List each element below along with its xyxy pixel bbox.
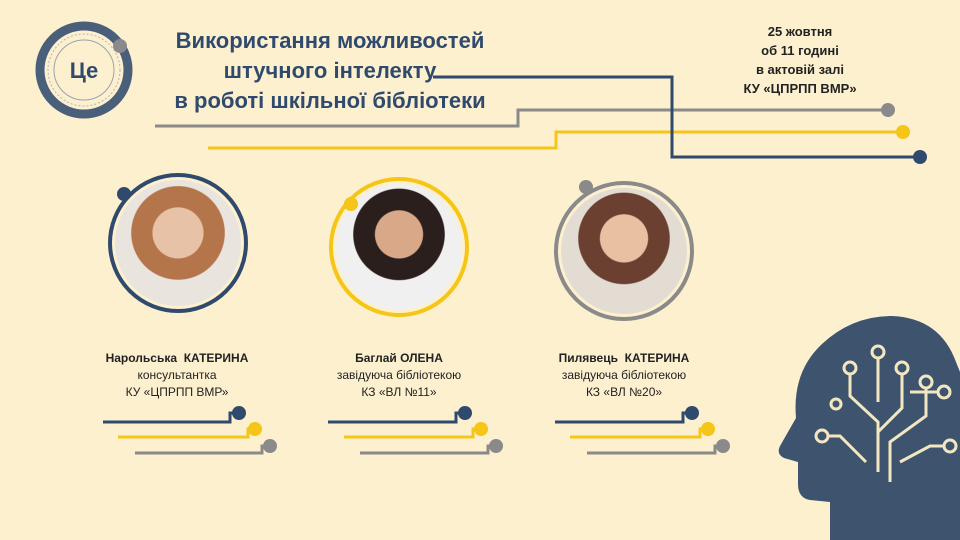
speaker-photo-1 <box>115 180 241 306</box>
speaker-photo-ring-3 <box>554 181 694 321</box>
speaker-role: завідуюча бібліотекою <box>561 368 687 382</box>
speaker-photo-2 <box>336 184 462 310</box>
speaker-org: КЗ «ВЛ №20» <box>585 385 663 399</box>
event-org: КУ «ЦПРПП ВМР» <box>743 81 857 96</box>
logo: Це <box>34 20 134 120</box>
event-place: в актовій залі <box>755 62 845 77</box>
speaker-org: КЗ «ВЛ №11» <box>361 385 437 399</box>
speaker-name: Нарольська КАТЕРИНА <box>105 351 249 365</box>
title-line: Використання можливостей <box>175 28 485 53</box>
speaker-photo-ring-1 <box>108 173 248 313</box>
speaker-photo-ring-2 <box>329 177 469 317</box>
event-info: 25 жовтня об 11 годині в актовій залі КУ… <box>720 22 880 98</box>
speaker-card-1: Нарольська КАТЕРИНА консультантка КУ «ЦП… <box>77 350 277 401</box>
speaker-org: КУ «ЦПРПП ВМР» <box>125 385 229 399</box>
speaker-name: Баглай ОЛЕНА <box>355 351 443 365</box>
logo-letters: Це <box>70 58 99 83</box>
circuit-head-icon <box>770 312 960 540</box>
page-title: Використання можливостей штучного інтеле… <box>150 26 510 116</box>
title-line: в роботі шкільної бібліотеки <box>174 88 486 113</box>
speaker-role: завідуюча бібліотекою <box>336 368 462 382</box>
speaker-card-3: Пилявець КАТЕРИНА завідуюча бібліотекою … <box>524 350 724 401</box>
speaker-card-2: Баглай ОЛЕНА завідуюча бібліотекою КЗ «В… <box>299 350 499 401</box>
event-date: 25 жовтня <box>767 24 833 39</box>
event-time: об 11 годині <box>761 43 839 58</box>
speaker-name: Пилявець КАТЕРИНА <box>558 351 690 365</box>
speaker-photo-3 <box>561 188 687 314</box>
title-line: штучного інтелекту <box>223 58 437 83</box>
speaker-role: консультантка <box>137 368 217 382</box>
